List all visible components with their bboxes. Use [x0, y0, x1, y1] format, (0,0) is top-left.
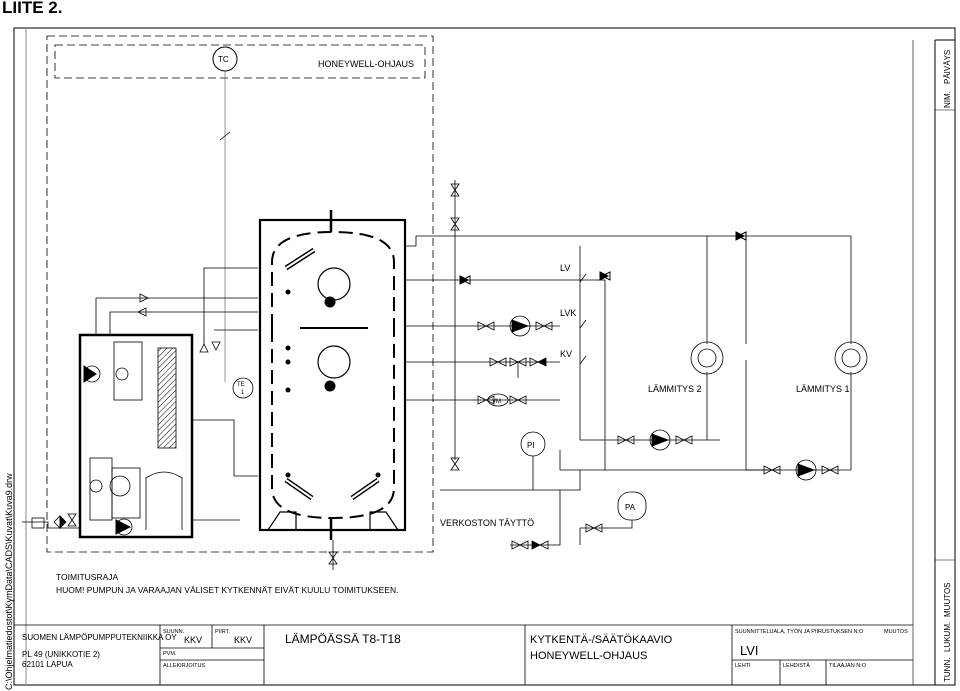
pa-label: PA	[625, 503, 636, 512]
field-muutos: MUUTOS	[884, 629, 908, 635]
tilaajan-label: TILAAJAN N:O	[829, 663, 867, 669]
suunn-value: KKV	[184, 635, 202, 645]
lvk-label: LVK	[560, 308, 576, 318]
field-header: SUUNNITTELUALA, TYÖN JA PIIRUSTUKSEN N:O	[735, 628, 864, 635]
heating-1-label: LÄMMITYS 1	[796, 384, 850, 394]
lehti-label: LEHTI	[735, 663, 751, 669]
allekirjoitus-label: ALLEKIRJOITUS	[163, 663, 206, 669]
drawing-title-2: HONEYWELL-OHJAUS	[530, 650, 647, 662]
revision-muutos-label: MUUTOS	[943, 582, 952, 617]
drawing-title-1: KYTKENTÄ-/SÄÄTÖKAAVIO	[530, 634, 673, 646]
controller-boundary	[46, 35, 434, 553]
storage-tank	[258, 210, 407, 540]
supply-note: HUOM! PUMPUN JA VARAAJAN VÄLISET KYTKENN…	[56, 585, 398, 595]
left-supply-valves	[22, 513, 80, 529]
vm-valve-label: VM	[492, 399, 501, 405]
controller-label: HONEYWELL-OHJAUS	[318, 59, 414, 69]
network-fill-valves	[511, 520, 633, 550]
pump-tank-piping	[95, 267, 258, 521]
revision-lukum-label: LUKUM.	[943, 622, 952, 652]
pa-expansion-tank	[617, 491, 647, 521]
company-name: SUOMEN LÄMPÖPUMPPUTEKNIIKKA OY	[22, 633, 177, 642]
file-path: C:\Ohjelmatiedostot\KymData\CADS\Kuvat\K…	[4, 473, 14, 690]
lehtia-label: LEHDISTÄ	[783, 662, 810, 669]
drawing-frame	[13, 27, 956, 686]
te-sensor-number: 1	[241, 390, 245, 396]
te-sensor-tag: TE	[237, 382, 245, 388]
field-value: LVI	[740, 643, 759, 658]
kv-label: KV	[560, 349, 572, 359]
revision-tunn-label: TUNN.	[943, 658, 952, 682]
distribution-piping	[332, 180, 852, 570]
heat-pump-unit	[78, 333, 194, 539]
project-name: LÄMPÖÄSSÄ T8-T18	[285, 632, 401, 646]
pvm-label: PVM.	[163, 651, 177, 657]
company-address-2: 62101 LAPUA	[22, 660, 73, 669]
te-sensor-symbol	[232, 377, 254, 399]
heating-2-label: LÄMMITYS 2	[648, 384, 702, 394]
revision-column: NIM. PÄIVÄYS TUNN. LUKUM. MUUTOS	[912, 39, 955, 685]
controller-panel	[54, 44, 426, 79]
circulation-pumps	[477, 315, 839, 481]
heating-circuit-symbols	[690, 341, 868, 375]
company-address-1: PL 49 (UNIKKOTIE 2)	[22, 650, 100, 659]
tc-tag: TC	[218, 55, 229, 64]
revision-nim-label: NIM.	[943, 91, 952, 108]
kv-valves	[477, 357, 547, 407]
pi-gauge-label: PI	[527, 441, 535, 450]
page-title: LIITE 2.	[2, 0, 63, 17]
lv-label: LV	[560, 263, 570, 273]
vent-valves	[328, 183, 460, 565]
network-fill-label: VERKOSTON TÄYTTÖ	[440, 518, 534, 528]
piirt-label: PIIRT.	[215, 629, 230, 635]
suunn-label: SUUNN.	[163, 629, 185, 635]
title-block	[14, 624, 913, 685]
supply-limit-label: TOIMITUSRAJA	[56, 572, 119, 582]
piirt-value: KKV	[234, 635, 252, 645]
check-valves	[459, 231, 747, 285]
revision-date-label: PÄIVÄYS	[943, 50, 952, 84]
